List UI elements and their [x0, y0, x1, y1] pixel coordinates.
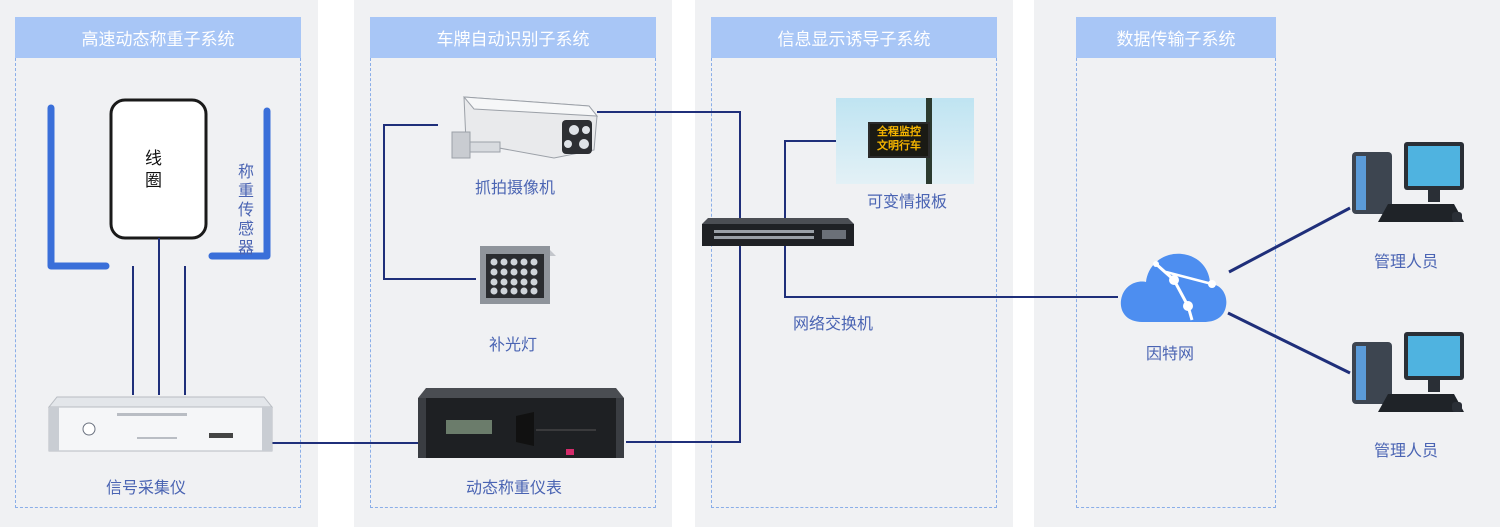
vms-text-1: 全程监控: [877, 125, 921, 138]
coil-label: 线圈: [145, 149, 162, 191]
internet-cloud-icon: [1120, 253, 1227, 322]
dashbox-transmission: [1076, 58, 1276, 508]
vms-device: 全程监控 文明行车: [836, 98, 974, 184]
sensor-bar-left: [47, 104, 110, 270]
network-switch-device: [702, 218, 854, 246]
weighing-meter-label: 动态称重仪表: [466, 478, 563, 497]
dashbox-plate: [370, 58, 656, 508]
vms-label: 可变情报板: [867, 192, 948, 211]
switch-label: 网络交换机: [793, 314, 874, 333]
computer-icon-2: [1352, 332, 1464, 412]
header-transmission: 数据传输子系统: [1076, 17, 1276, 58]
computer-icon-1: [1352, 142, 1464, 222]
sensor-label: 称 重 传 感 器: [238, 162, 255, 257]
admin-label-2: 管理人员: [1374, 441, 1439, 460]
dashbox-weighing: [15, 58, 301, 508]
fill-light-label: 补光灯: [489, 335, 538, 354]
fill-light-device: [480, 246, 556, 304]
header-plate: 车牌自动识别子系统: [370, 17, 656, 58]
panel-display: [695, 0, 1013, 527]
admin-label-1: 管理人员: [1374, 252, 1439, 271]
camera-device: [451, 96, 599, 159]
vms-screen: 全程监控 文明行车: [868, 122, 930, 158]
collector-label: 信号采集仪: [106, 478, 187, 497]
signal-collector-device: [47, 396, 274, 452]
header-display: 信息显示诱导子系统: [711, 17, 997, 58]
weighing-meter-device: [418, 388, 624, 458]
sensor-bar-right: [208, 107, 271, 260]
dashbox-display: [711, 58, 997, 508]
panel-transmission: [1034, 0, 1500, 527]
header-weighing: 高速动态称重子系统: [15, 17, 301, 58]
camera-label: 抓拍摄像机: [475, 178, 556, 197]
internet-label: 因特网: [1146, 344, 1195, 363]
vms-text-2: 文明行车: [877, 139, 921, 152]
